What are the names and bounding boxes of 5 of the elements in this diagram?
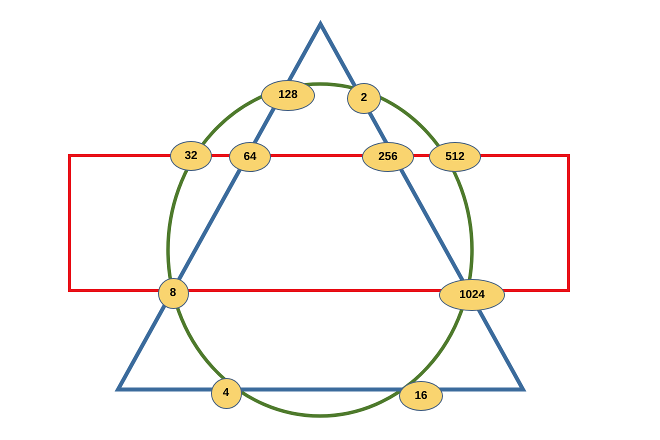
number-oval: 1024	[439, 279, 505, 311]
number-oval: 16	[399, 381, 443, 411]
number-oval: 512	[429, 142, 481, 172]
number-oval: 32	[170, 141, 212, 171]
number-oval: 4	[210, 378, 242, 408]
